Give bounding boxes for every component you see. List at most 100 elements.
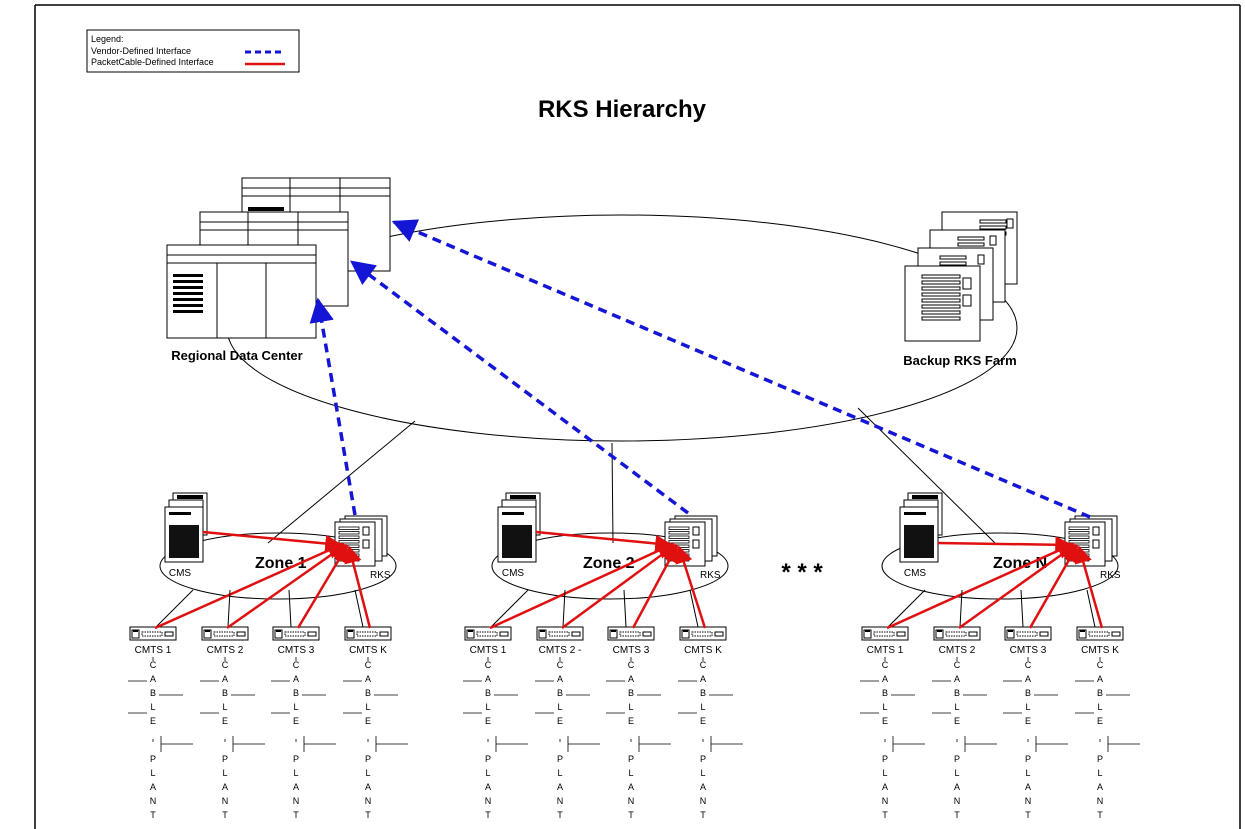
cable-plant-letter: T [557, 810, 563, 820]
cable-plant-letter: L [293, 702, 298, 712]
cable-plant-letter: A [557, 782, 563, 792]
rks-label: RKS [370, 570, 391, 581]
cable-plant-letter: L [222, 702, 227, 712]
cable-plant-letter: E [700, 716, 706, 726]
rks-server [1064, 515, 1118, 567]
cable-plant-letter: B [1097, 688, 1103, 698]
cable-plant-letter: L [1025, 768, 1030, 778]
cable-plant-letter: L [485, 768, 490, 778]
cable-plant-letter: P [1025, 754, 1031, 764]
cabinet-front [166, 244, 317, 339]
zone-uplink [267, 420, 416, 544]
cable-plant-letter: P [882, 754, 888, 764]
backup-rks-farm: Backup RKS Farm [903, 211, 1018, 368]
legend-packetcable-label: PacketCable-Defined Interface [91, 57, 214, 67]
cable-plant-letter: L [628, 702, 633, 712]
cms-label: CMS [169, 568, 192, 579]
cable-plant-letter: N [485, 796, 492, 806]
backup-rks-farm-label: Backup RKS Farm [903, 353, 1016, 368]
cable-plant-letter: N [222, 796, 229, 806]
cable-plant-letter: T [222, 810, 228, 820]
cmts-box [933, 626, 981, 641]
diagram-title: RKS Hierarchy [538, 96, 707, 123]
cable-plant-letter: N [628, 796, 635, 806]
cable-plant-letter: P [1097, 754, 1103, 764]
cable-plant-letter: E [485, 716, 491, 726]
cable-plant-letter: P [365, 754, 371, 764]
cable-plant-letter: P [557, 754, 563, 764]
cable-plant-letter: A [485, 674, 491, 684]
cms-server [164, 492, 208, 563]
cmts-label: CMTS 1 [867, 645, 904, 656]
cable-plant-letter: C [700, 660, 707, 670]
cable-plant-letter: P [293, 754, 299, 764]
cmts-box [272, 626, 320, 641]
packetcable-link-cmts-rks [958, 543, 1077, 630]
cmts-label: CMTS 2 [207, 645, 244, 656]
rks-server [334, 515, 388, 567]
cmts-label: CMTS 3 [1010, 645, 1047, 656]
cmts-link [227, 589, 231, 628]
legend: Legend: Vendor-Defined Interface PacketC… [86, 29, 300, 73]
cable-plant-letter: A [628, 674, 634, 684]
cms-label: CMS [904, 568, 927, 579]
zone-ring [491, 532, 729, 600]
cable-plant-letter: L [293, 768, 298, 778]
cable-plant-letter: T [954, 810, 960, 820]
cable-plant-letter: C [557, 660, 564, 670]
cable-plant-letter: E [150, 716, 156, 726]
cable-plant-letter: P [700, 754, 706, 764]
cable-plant-letter: B [222, 688, 228, 698]
packetcable-link-cmts-rks [1028, 544, 1079, 629]
cable-plant-letter: N [557, 796, 564, 806]
cmts-box [607, 626, 655, 641]
cmts-link [959, 589, 963, 628]
cable-plant-letter: L [365, 702, 370, 712]
cable-plant-letter: N [293, 796, 300, 806]
cable-plant-letter: A [700, 674, 706, 684]
cmts-box [129, 626, 177, 641]
packetcable-link-cms-rks [202, 530, 343, 553]
cable-plant-letter: E [557, 716, 563, 726]
packetcable-link-cmts-rks [1074, 545, 1104, 629]
legend-heading: Legend: [91, 34, 124, 44]
cable-plant-letter: N [1025, 796, 1032, 806]
cmts-label: CMTS 2 - [539, 645, 582, 656]
regional-data-center-label: Regional Data Center [171, 348, 302, 363]
cable-plant-letter: B [150, 688, 156, 698]
cable-plant-letter: A [365, 674, 371, 684]
vendor-link-zone2 [350, 260, 690, 515]
cable-plant-letter: T [293, 810, 299, 820]
cable-plant-letter: L [222, 768, 227, 778]
cmts-label: CMTS 1 [470, 645, 507, 656]
rks-label: RKS [700, 570, 721, 581]
cable-plant-letter: B [954, 688, 960, 698]
cable-plant-letter: L [150, 702, 155, 712]
cable-plant-letter: P [628, 754, 634, 764]
cable-plant-letter: C [954, 660, 961, 670]
cable-plant-letter: A [882, 782, 888, 792]
cable-plant-letter: A [293, 782, 299, 792]
vendor-interfaces [309, 219, 1091, 519]
vendor-link-zonen [391, 219, 1091, 519]
cable-plant-letter: P [485, 754, 491, 764]
regional-data-center: Regional Data Center [166, 177, 391, 363]
rks-label: RKS [1100, 570, 1121, 581]
packetcable-link-cmts-rks [154, 542, 345, 630]
cable-plant-letter: L [1097, 702, 1102, 712]
packetcable-link-cmts-rks [226, 543, 347, 630]
cable-plant-letter: B [628, 688, 634, 698]
cable-plant-letter: A [1097, 674, 1103, 684]
cms-server [497, 492, 541, 563]
cable-plant-letter: N [954, 796, 961, 806]
